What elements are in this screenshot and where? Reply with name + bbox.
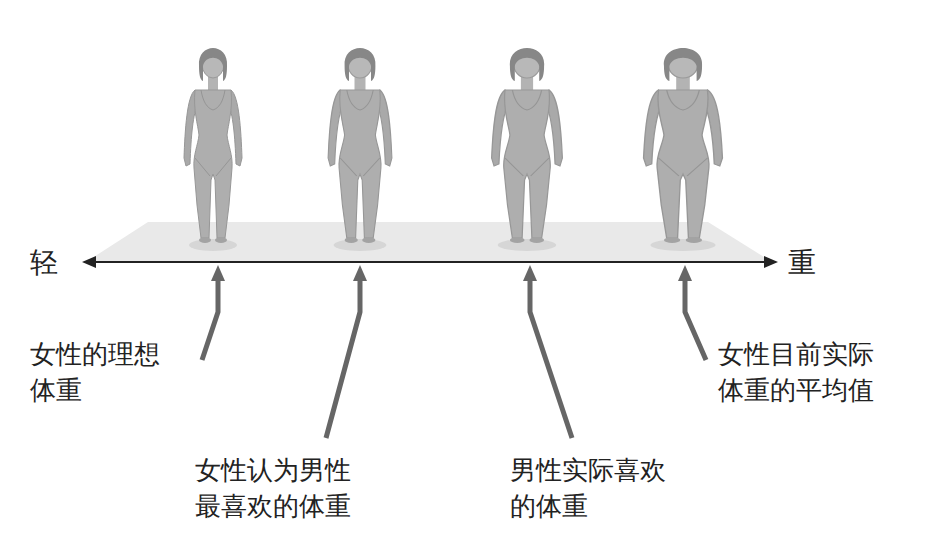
- axis-arrowhead: [764, 256, 778, 268]
- woman-figure: [644, 48, 723, 251]
- callout-label: 女性的理想 体重: [30, 336, 172, 409]
- woman-figure: [184, 48, 242, 251]
- pointer-arrow: [326, 278, 360, 438]
- callout-label: 女性认为男性 最喜欢的体重: [195, 452, 363, 525]
- pointer-arrow: [530, 278, 572, 438]
- callout-label: 女性目前实际 体重的平均值: [718, 336, 886, 409]
- arrowhead: [678, 265, 692, 281]
- weight-axis: [92, 261, 768, 263]
- arrowhead: [353, 265, 367, 281]
- callout-label: 男性实际喜欢 的体重: [510, 452, 678, 525]
- axis-end-label: 重: [788, 243, 829, 282]
- pointer-arrow: [685, 278, 706, 360]
- pointer-arrow: [202, 278, 218, 360]
- axis-end-label: 轻: [30, 243, 71, 282]
- axis-arrowhead: [82, 256, 96, 268]
- woman-figure: [328, 48, 392, 251]
- arrowhead: [523, 265, 537, 281]
- arrowhead: [211, 265, 225, 281]
- woman-figure: [492, 48, 563, 251]
